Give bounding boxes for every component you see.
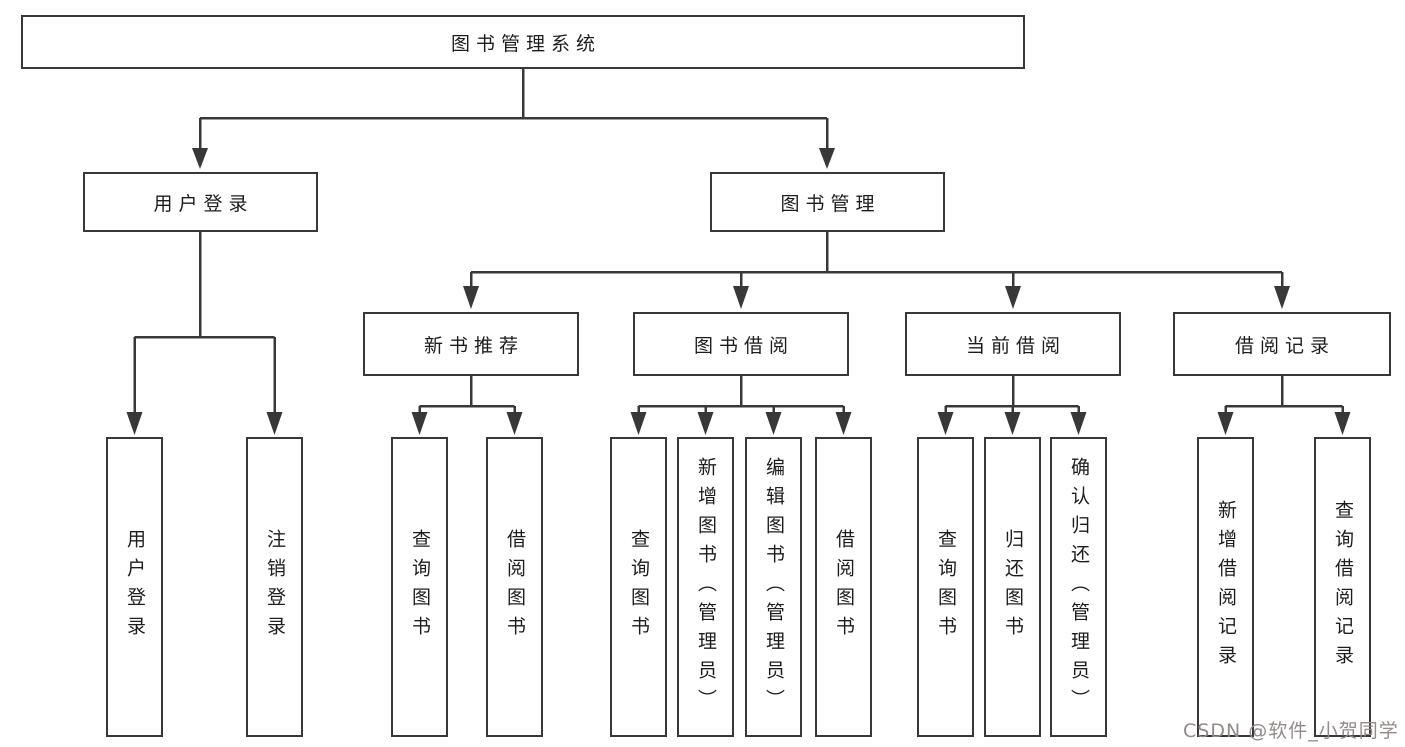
csdn-watermark: CSDN @软件_小贺同学 [1183, 720, 1399, 742]
arrow-down-icon [1004, 412, 1021, 435]
node-current-borrowing: 当前借阅 [905, 312, 1121, 376]
node-new-book-recommend: 新书推荐 [363, 312, 579, 376]
arrow-down-icon [1274, 286, 1290, 309]
leaf-user-login-label: 用户登录 [124, 529, 146, 645]
leaf-add-book-admin-label: 新增图书（管理员） [695, 456, 717, 718]
leaf-logout-label: 注销登录 [264, 529, 286, 645]
arrow-down-icon [266, 412, 283, 435]
leaf-confirm-return-admin-label: 确认归还（管理员） [1068, 456, 1090, 718]
leaf-query-books-current-label: 查询图书 [935, 529, 957, 645]
arrow-down-icon [835, 412, 852, 435]
node-root-system: 图书管理系统 [21, 15, 1025, 69]
arrow-down-icon [506, 412, 523, 435]
leaf-query-books-recommend: 查询图书 [391, 437, 448, 737]
leaf-borrow-books-recommend-label: 借阅图书 [504, 529, 526, 645]
node-user-login-label: 用户登录 [153, 192, 254, 215]
leaf-borrow-books-recommend: 借阅图书 [486, 437, 543, 737]
arrow-down-icon [733, 286, 749, 309]
leaf-logout: 注销登录 [246, 437, 303, 737]
node-borrow-records-label: 借阅记录 [1234, 334, 1335, 357]
leaf-query-books-current: 查询图书 [917, 437, 974, 737]
leaf-query-books-borrowing-label: 查询图书 [628, 529, 650, 645]
arrow-down-icon [697, 412, 714, 435]
leaf-query-books-borrowing: 查询图书 [610, 437, 667, 737]
arrow-down-icon [126, 412, 143, 435]
arrow-down-icon [1070, 412, 1087, 435]
leaf-query-borrow-record-label: 查询借阅记录 [1332, 500, 1354, 674]
node-book-management: 图书管理 [710, 172, 945, 232]
leaf-add-borrow-record: 新增借阅记录 [1197, 437, 1254, 737]
leaf-edit-book-admin: 编辑图书（管理员） [745, 437, 802, 737]
leaf-confirm-return-admin: 确认归还（管理员） [1050, 437, 1107, 737]
node-book-borrowing-label: 图书借阅 [693, 334, 794, 357]
arrow-down-icon [937, 412, 954, 435]
arrow-down-icon [1217, 412, 1234, 435]
node-book-borrowing: 图书借阅 [633, 312, 849, 376]
leaf-return-books-label: 归还图书 [1002, 529, 1024, 645]
node-borrow-records: 借阅记录 [1173, 312, 1391, 376]
arrow-down-icon [1005, 286, 1021, 309]
leaf-add-book-admin: 新增图书（管理员） [677, 437, 734, 737]
leaf-return-books: 归还图书 [984, 437, 1041, 737]
node-root-system-label: 图书管理系统 [450, 32, 601, 55]
leaf-borrow-books-borrowing: 借阅图书 [815, 437, 872, 737]
leaf-borrow-books-borrowing-label: 借阅图书 [833, 529, 855, 645]
arrow-down-icon [819, 148, 835, 169]
leaf-query-borrow-record: 查询借阅记录 [1314, 437, 1371, 737]
node-book-management-label: 图书管理 [780, 192, 881, 215]
node-new-book-recommend-label: 新书推荐 [423, 334, 524, 357]
leaf-add-borrow-record-label: 新增借阅记录 [1215, 500, 1237, 674]
arrow-down-icon [630, 412, 647, 435]
node-user-login: 用户登录 [83, 172, 318, 232]
leaf-edit-book-admin-label: 编辑图书（管理员） [763, 456, 785, 718]
node-current-borrowing-label: 当前借阅 [965, 334, 1066, 357]
leaf-user-login: 用户登录 [106, 437, 163, 737]
arrow-down-icon [411, 412, 428, 435]
arrow-down-icon [192, 148, 208, 169]
arrow-down-icon [765, 412, 782, 435]
leaf-query-books-recommend-label: 查询图书 [409, 529, 431, 645]
arrow-down-icon [463, 286, 479, 309]
arrow-down-icon [1334, 412, 1351, 435]
